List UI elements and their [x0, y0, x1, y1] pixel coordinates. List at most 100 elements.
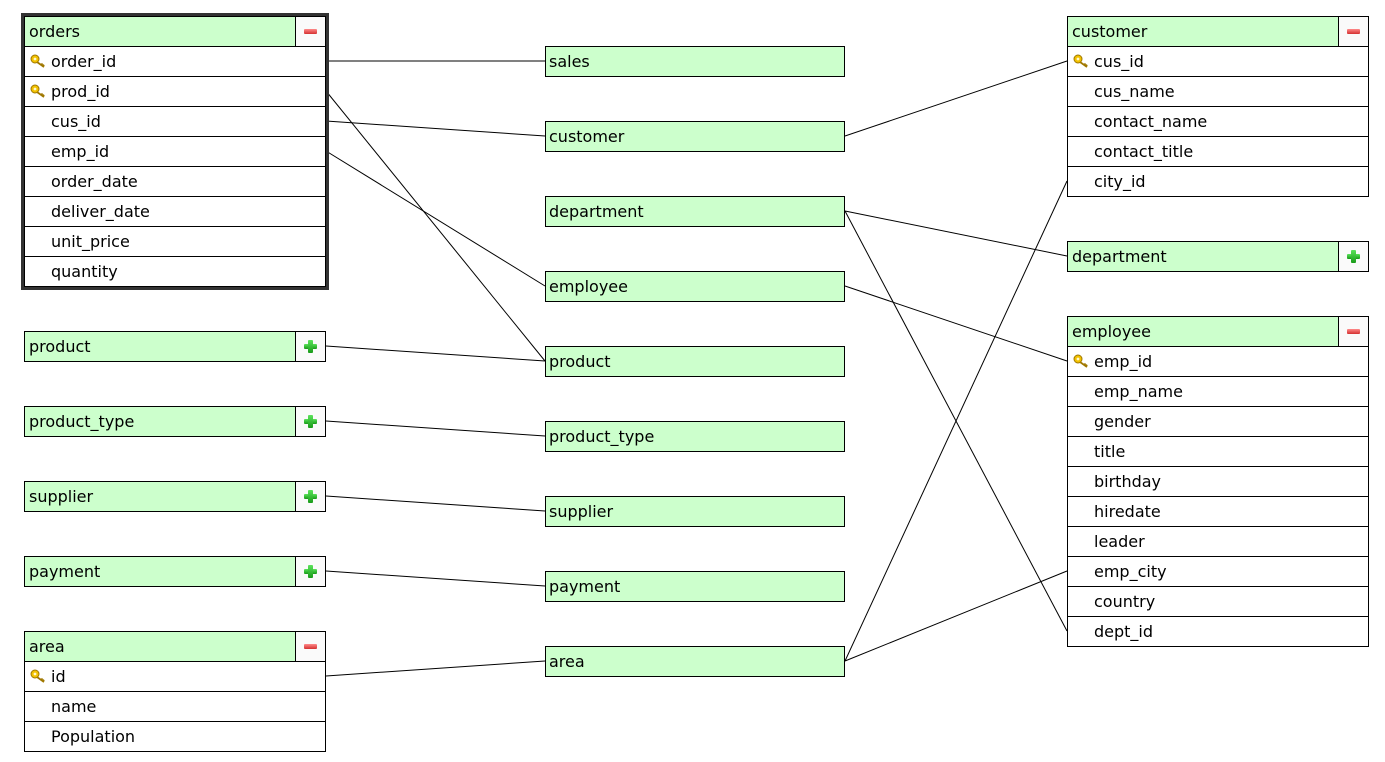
- expand-button[interactable]: [295, 557, 325, 586]
- field-row[interactable]: order_id: [25, 47, 325, 77]
- table-orders[interactable]: orders order_id prod_id cus_id emp_id or…: [24, 16, 326, 287]
- connector-cus_id-customer: [325, 120, 546, 137]
- table-customer[interactable]: customer cus_id cus_name contact_name co…: [1067, 16, 1369, 197]
- field-row[interactable]: emp_name: [1068, 377, 1368, 407]
- field-label: unit_price: [51, 232, 130, 251]
- field-row[interactable]: country: [1068, 587, 1368, 617]
- field-row[interactable]: hiredate: [1068, 497, 1368, 527]
- field-label: Population: [51, 727, 136, 746]
- expand-button[interactable]: [295, 482, 325, 511]
- link-customer[interactable]: customer: [545, 121, 845, 152]
- table-title: product_type: [29, 412, 135, 431]
- table-supplier-header[interactable]: supplier: [25, 482, 325, 511]
- key-icon: [30, 669, 45, 683]
- table-employee-header[interactable]: employee: [1068, 317, 1368, 347]
- collapse-button[interactable]: [1338, 317, 1368, 346]
- field-row[interactable]: city_id: [1068, 167, 1368, 196]
- table-product_type[interactable]: product_type: [24, 406, 326, 437]
- link-supplier[interactable]: supplier: [545, 496, 845, 527]
- link-payment[interactable]: payment: [545, 571, 845, 602]
- collapse-button[interactable]: [295, 632, 325, 661]
- table-orders-header[interactable]: orders: [25, 17, 325, 47]
- connector-area-city_id: [844, 180, 1068, 662]
- expand-button[interactable]: [295, 407, 325, 436]
- collapse-button[interactable]: [295, 17, 325, 46]
- expand-button[interactable]: [295, 332, 325, 361]
- field-row[interactable]: quantity: [25, 257, 325, 286]
- table-customer-header[interactable]: customer: [1068, 17, 1368, 47]
- field-label: gender: [1094, 412, 1151, 431]
- field-row[interactable]: cus_id: [1068, 47, 1368, 77]
- field-label: emp_city: [1094, 562, 1167, 581]
- link-label: supplier: [549, 502, 614, 521]
- table-title: department: [1072, 247, 1167, 266]
- expand-button[interactable]: [1338, 242, 1368, 271]
- key-icon: [30, 84, 45, 98]
- connector-product_type-product_type: [325, 420, 546, 437]
- connector-emp_id-employee: [325, 150, 546, 287]
- field-label: cus_name: [1094, 82, 1175, 101]
- field-label: order_date: [51, 172, 138, 191]
- field-label: deliver_date: [51, 202, 150, 221]
- link-sales[interactable]: sales: [545, 46, 845, 77]
- field-row[interactable]: cus_name: [1068, 77, 1368, 107]
- table-title: customer: [1072, 22, 1148, 41]
- link-area[interactable]: area: [545, 646, 845, 677]
- connector-product-product: [325, 345, 546, 362]
- field-row[interactable]: deliver_date: [25, 197, 325, 227]
- table-payment-header[interactable]: payment: [25, 557, 325, 586]
- link-employee[interactable]: employee: [545, 271, 845, 302]
- table-area-header[interactable]: area: [25, 632, 325, 662]
- connector-department-department: [844, 210, 1068, 257]
- link-product[interactable]: product: [545, 346, 845, 377]
- connector-area-emp_city: [844, 570, 1068, 662]
- table-department[interactable]: department: [1067, 241, 1369, 272]
- field-label: contact_title: [1094, 142, 1194, 161]
- field-row[interactable]: unit_price: [25, 227, 325, 257]
- minus-icon: [304, 644, 317, 649]
- field-row[interactable]: id: [25, 662, 325, 692]
- table-department-header[interactable]: department: [1068, 242, 1368, 271]
- field-row[interactable]: Population: [25, 722, 325, 751]
- field-label: city_id: [1094, 172, 1146, 191]
- field-row[interactable]: title: [1068, 437, 1368, 467]
- link-label: department: [549, 202, 644, 221]
- plus-icon: [308, 340, 313, 353]
- field-row[interactable]: order_date: [25, 167, 325, 197]
- field-label: dept_id: [1094, 622, 1154, 641]
- minus-icon: [304, 29, 317, 34]
- field-row[interactable]: dept_id: [1068, 617, 1368, 646]
- field-row[interactable]: cus_id: [25, 107, 325, 137]
- field-label: order_id: [51, 52, 117, 71]
- field-row[interactable]: prod_id: [25, 77, 325, 107]
- link-product_type[interactable]: product_type: [545, 421, 845, 452]
- field-label: cus_id: [51, 112, 101, 131]
- field-row[interactable]: name: [25, 692, 325, 722]
- link-department[interactable]: department: [545, 196, 845, 227]
- table-area[interactable]: area id name Population: [24, 631, 326, 752]
- field-label: name: [51, 697, 97, 716]
- field-row[interactable]: emp_city: [1068, 557, 1368, 587]
- connector-supplier-supplier: [325, 495, 546, 512]
- field-row[interactable]: leader: [1068, 527, 1368, 557]
- table-employee[interactable]: employee emp_id emp_name gender title bi…: [1067, 316, 1369, 647]
- collapse-button[interactable]: [1338, 17, 1368, 46]
- table-payment[interactable]: payment: [24, 556, 326, 587]
- connector-payment-payment: [325, 570, 546, 587]
- table-product_type-header[interactable]: product_type: [25, 407, 325, 436]
- link-label: area: [549, 652, 585, 671]
- field-row[interactable]: emp_id: [25, 137, 325, 167]
- field-label: emp_id: [1094, 352, 1153, 371]
- table-product[interactable]: product: [24, 331, 326, 362]
- field-row[interactable]: gender: [1068, 407, 1368, 437]
- field-label: quantity: [51, 262, 118, 281]
- field-label: country: [1094, 592, 1156, 611]
- field-row[interactable]: birthday: [1068, 467, 1368, 497]
- key-icon: [1073, 54, 1088, 68]
- table-product-header[interactable]: product: [25, 332, 325, 361]
- field-row[interactable]: contact_name: [1068, 107, 1368, 137]
- table-supplier[interactable]: supplier: [24, 481, 326, 512]
- field-row[interactable]: emp_id: [1068, 347, 1368, 377]
- field-row[interactable]: contact_title: [1068, 137, 1368, 167]
